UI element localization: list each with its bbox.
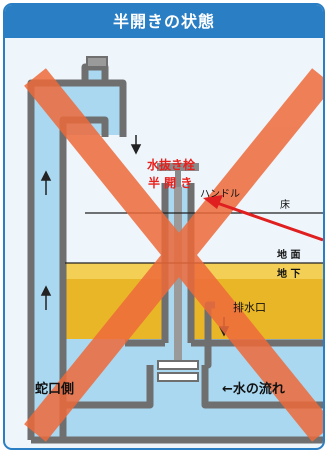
valve-diagram: 水抜き栓 半 開 き ハンドル 床 地 面 地 下 排水口 蛇口側 ←水の流れ [24,56,323,444]
prohibition-cross [24,68,323,442]
valve-disc-lower [157,372,199,382]
water-flow-label: ←水の流れ [222,381,285,397]
handle-label: ハンドル [200,189,240,200]
drain-valve-label-line2: 半 開 き [148,175,192,190]
drain-outlet-label: 排水口 [233,300,266,314]
diagram-title: 半開きの状態 [5,5,323,38]
valve-handle-stem [175,171,181,187]
valve-disc [157,360,199,370]
upward-flow-arrows [40,170,52,310]
faucet-knob [86,56,108,68]
ground-surface-label: 地 面 [277,248,300,261]
underground-label: 地 下 [277,267,300,280]
valve-handle [157,163,199,171]
left-water-pipe [30,85,123,439]
faucet-side-label: 蛇口側 [35,381,74,397]
pointer-arrow [203,195,323,242]
drain-valve-label-line1: 水抜き栓 [147,157,195,172]
floor-label: 床 [280,198,290,211]
diagram-frame: 半開きの状態 [3,3,325,450]
